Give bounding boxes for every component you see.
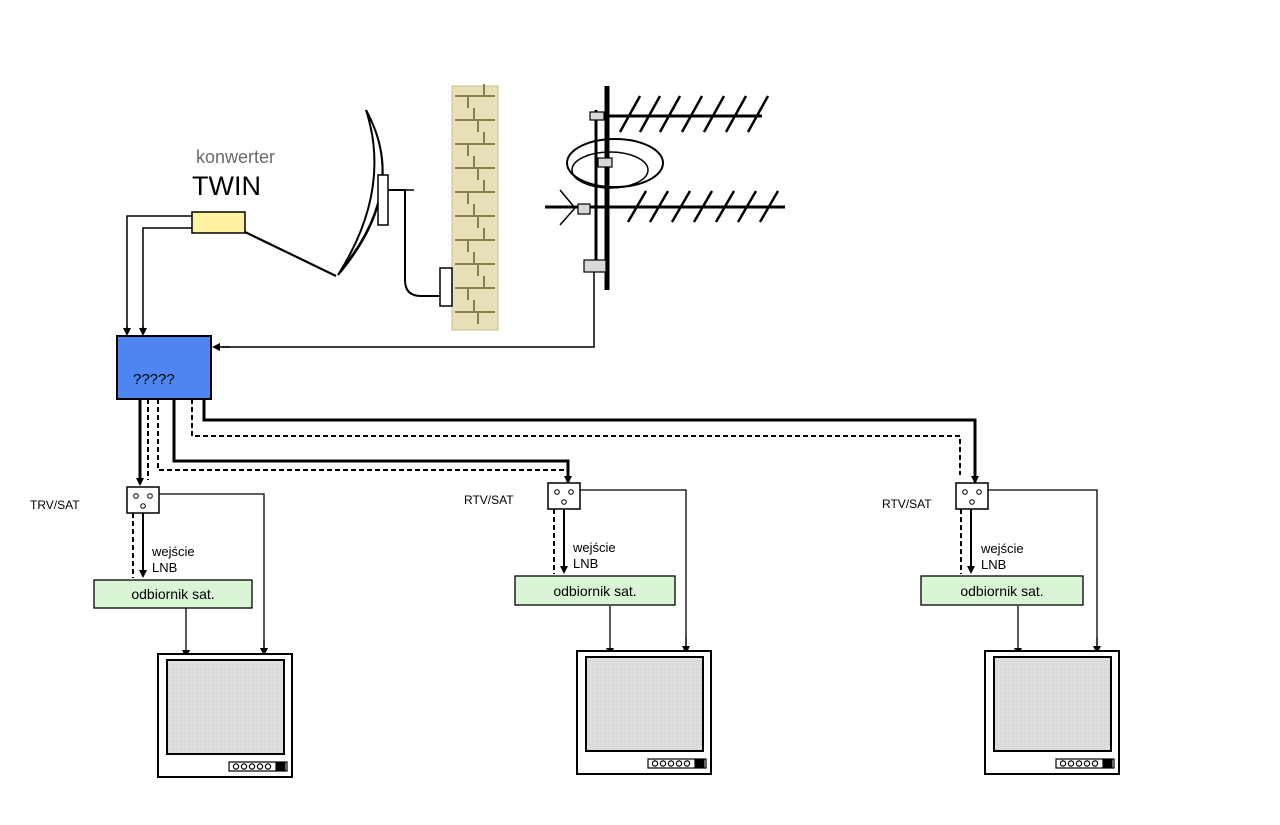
socket-label: RTV/SAT	[464, 493, 514, 507]
tv-buttons	[228, 761, 288, 772]
brick-course	[455, 108, 495, 132]
brick-course	[455, 180, 495, 204]
outlet-1: TRV/SAT wejście LNB odbiornik sat.	[30, 486, 293, 778]
yagi-element	[746, 95, 770, 133]
tv-buttons	[1055, 758, 1115, 769]
receiver-label: odbiornik sat.	[131, 586, 214, 602]
socket-label: RTV/SAT	[882, 497, 932, 511]
lnb-input-label-2: LNB	[152, 560, 177, 575]
satellite-dish	[244, 109, 453, 307]
wall-socket	[126, 486, 160, 514]
splitter-label: ?????	[133, 371, 175, 388]
yagi-element	[670, 190, 692, 223]
brick-course	[455, 276, 495, 300]
terrestrial-antenna	[545, 86, 785, 290]
tv-buttons	[647, 758, 707, 769]
brick-course	[455, 132, 495, 156]
receiver-label: odbiornik sat.	[960, 583, 1043, 599]
yagi-element	[626, 190, 648, 223]
yagi-element	[648, 190, 670, 223]
lnb-converter	[191, 211, 246, 234]
converter-type: TWIN	[192, 171, 261, 201]
splitter-box: ?????	[116, 335, 212, 400]
satellite-receiver: odbiornik sat.	[93, 579, 253, 609]
brick-course	[455, 228, 495, 252]
wall-socket	[955, 482, 989, 510]
lnb-input-label-2: LNB	[573, 556, 598, 571]
yagi-element	[714, 190, 736, 223]
yagi-element	[680, 95, 704, 133]
lnb-input-label-1: wejście	[980, 541, 1024, 556]
brick-course	[455, 252, 495, 276]
antenna-cable	[212, 272, 595, 351]
yagi-element	[692, 190, 714, 223]
outlet-3: RTV/SAT wejście LNB odbiornik sat.	[882, 482, 1120, 775]
tv-set	[984, 650, 1120, 775]
yagi-element	[702, 95, 726, 133]
receiver-label: odbiornik sat.	[553, 583, 636, 599]
yagi-element	[658, 95, 682, 133]
satellite-receiver: odbiornik sat.	[920, 575, 1084, 606]
yagi-element	[758, 190, 780, 223]
satellite-receiver: odbiornik sat.	[514, 575, 676, 606]
outlet-2: RTV/SAT wejście LNB odbiornik sat.	[464, 482, 712, 775]
lnb-input-label-1: wejście	[151, 544, 195, 559]
brick-course	[455, 300, 495, 324]
brick-wall	[451, 84, 499, 331]
lnb-input-label-2: LNB	[981, 557, 1006, 572]
lnb-input-label-1: wejście	[572, 540, 616, 555]
brick-course	[455, 156, 495, 180]
brick-course	[455, 84, 495, 108]
distribution-cables	[136, 399, 979, 486]
socket-label: TRV/SAT	[30, 498, 80, 512]
wall-socket	[547, 482, 581, 510]
tv-set	[576, 650, 712, 775]
brick-course	[455, 204, 495, 228]
yagi-element	[736, 190, 758, 223]
yagi-element	[638, 95, 662, 133]
lnb-cable	[123, 215, 192, 336]
tv-set	[157, 653, 293, 778]
yagi-element	[618, 95, 642, 133]
converter-caption: konwerter	[196, 147, 275, 167]
yagi-element	[724, 95, 748, 133]
